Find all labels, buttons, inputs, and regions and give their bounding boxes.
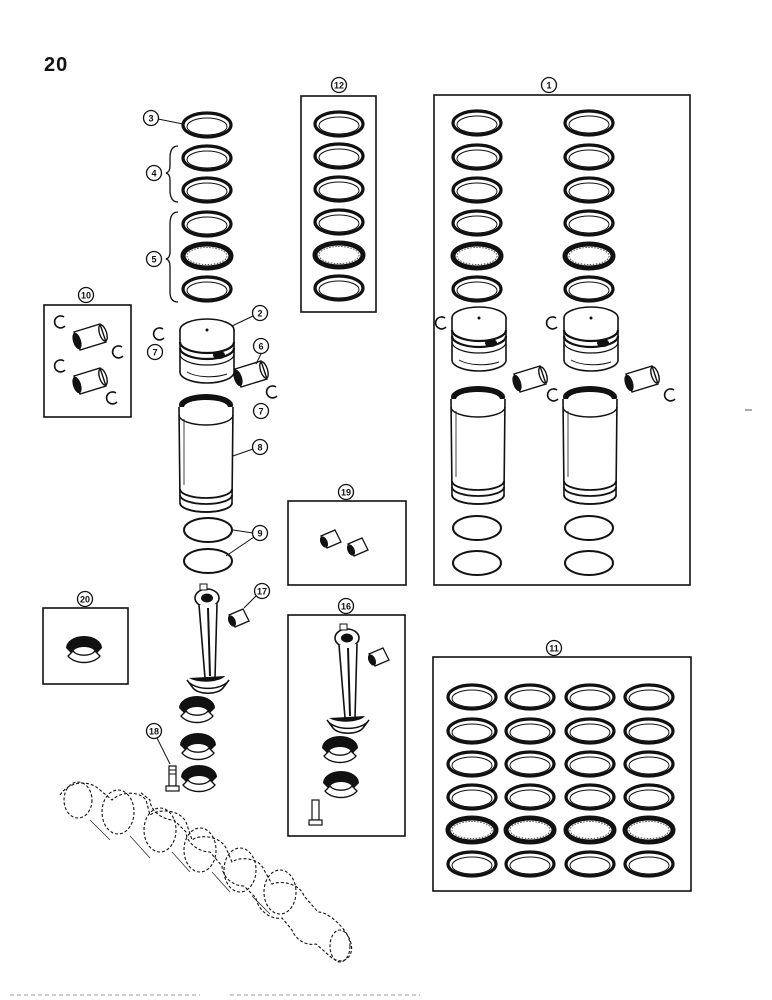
kit-12-rings (315, 110, 363, 302)
kit-1-label: 1 (546, 81, 551, 91)
kit-20-label: 20 (80, 595, 90, 605)
crankshaft (59, 781, 352, 963)
svg-text:2: 2 (257, 309, 262, 319)
svg-text:4: 4 (151, 169, 156, 179)
kit-20-bearing (65, 635, 103, 664)
svg-text:17: 17 (257, 587, 267, 597)
callout-kit-10: 10 (77, 286, 95, 304)
svg-text:18: 18 (149, 727, 159, 737)
kit-20-box (42, 607, 129, 685)
callout-kit-19: 19 (337, 483, 355, 501)
svg-text:9: 9 (257, 529, 262, 539)
crankshaft-shading (89, 819, 271, 915)
main-ring-stack (183, 111, 231, 303)
svg-text:6: 6 (258, 342, 263, 352)
svg-text:8: 8 (257, 443, 262, 453)
kit-1-left-column (434, 109, 559, 576)
callout-7-left: 7 (146, 343, 164, 361)
kit-16-box (287, 614, 406, 837)
callout-kit-20: 20 (76, 590, 94, 608)
kit-19-box (287, 500, 407, 586)
callout-17: 17 (243, 582, 271, 609)
kit-10-label: 10 (81, 291, 91, 301)
svg-text:5: 5 (151, 255, 156, 265)
callout-kit-1: 1 (540, 76, 558, 94)
svg-text:7: 7 (258, 407, 263, 417)
kit-12-label: 12 (334, 81, 344, 91)
callout-kit-11: 11 (545, 639, 563, 657)
callout-7-right: 7 (252, 402, 270, 420)
callout-3: 3 (142, 109, 184, 127)
kit-1-right-column (545, 109, 676, 576)
kit-11-box (432, 656, 692, 892)
callout-6: 6 (252, 337, 270, 365)
kit-11-ring-grid (448, 683, 673, 878)
page-number: 20 (44, 54, 69, 76)
callout-8: 8 (232, 438, 269, 457)
kit-10-pins (53, 315, 124, 405)
kit-19-bushings (317, 529, 369, 558)
callout-18: 18 (145, 722, 171, 765)
callout-9: 9 (225, 524, 269, 557)
callout-kit-12: 12 (330, 76, 348, 94)
kit-10-box (43, 304, 132, 418)
main-piston (178, 317, 236, 385)
kit-19-label: 19 (341, 488, 351, 498)
callout-5: 5 (145, 250, 163, 268)
svg-text:3: 3 (148, 114, 153, 124)
kit-12-box (300, 95, 377, 313)
callout-4: 4 (145, 164, 163, 182)
svg-text:7: 7 (152, 348, 157, 358)
kit-16-rod-assembly (308, 623, 390, 826)
kit-11-label: 11 (549, 644, 559, 654)
callout-kit-16: 16 (337, 597, 355, 615)
kit-16-label: 16 (341, 602, 351, 612)
kit-1-box (433, 94, 691, 586)
callout-2: 2 (231, 304, 269, 327)
rod-bolt (165, 765, 180, 792)
